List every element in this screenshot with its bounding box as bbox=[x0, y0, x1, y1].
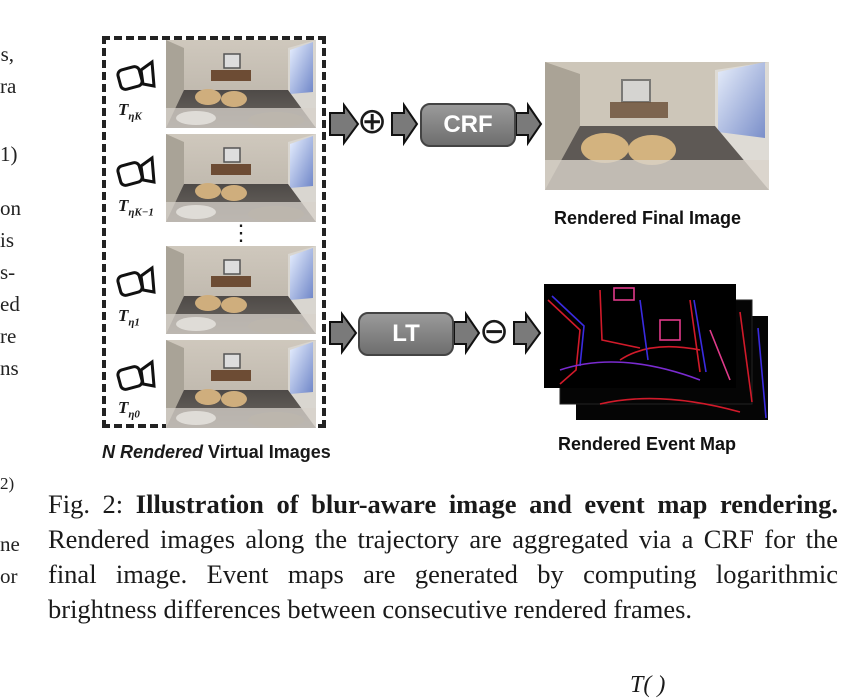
pose-label: TηK bbox=[118, 100, 142, 123]
caption-body: Rendered images along the trajectory are… bbox=[48, 524, 838, 624]
left-text-line: ra bbox=[0, 74, 17, 98]
left-text-line: 1) bbox=[0, 142, 18, 166]
figure: TηK TηK−1 Tη1 Tη0 ⋮ N Rendered Virtual I… bbox=[102, 36, 769, 462]
arrow-icon bbox=[515, 101, 543, 147]
arrow-icon bbox=[453, 310, 481, 356]
camera-icon bbox=[110, 260, 160, 310]
figure-caption: Fig. 2: Illustration of blur-aware image… bbox=[48, 487, 838, 627]
camera-icon bbox=[110, 354, 160, 404]
left-column-text: s, ra 1) on is s- ed re ns 2) ne or bbox=[0, 38, 21, 592]
left-text-line: re bbox=[0, 324, 17, 348]
left-text-line: is bbox=[0, 228, 15, 252]
left-text-line: 2) bbox=[0, 474, 15, 493]
left-text-line: or bbox=[0, 564, 18, 588]
left-text-line: s- bbox=[0, 260, 16, 284]
rendered-final-image bbox=[545, 62, 769, 190]
caption-bold: Illustration of blur-aware image and eve… bbox=[135, 489, 838, 519]
pose-label: Tη0 bbox=[118, 398, 140, 421]
camera-icon bbox=[110, 150, 160, 200]
figure-graphics bbox=[110, 39, 769, 429]
ellipsis-vertical: ⋮ bbox=[230, 220, 252, 245]
arrow-icon bbox=[513, 310, 542, 356]
rendered-final-image-label: Rendered Final Image bbox=[554, 208, 742, 228]
left-text-line: s, bbox=[0, 42, 14, 66]
pose-label: TηK−1 bbox=[118, 196, 154, 219]
rendered-virtual-image bbox=[165, 245, 317, 335]
n-rendered-images-label: N Rendered Virtual Images bbox=[102, 442, 331, 462]
rendered-virtual-image bbox=[165, 133, 317, 223]
bottom-partial-text: T( ) bbox=[630, 672, 666, 698]
arrow-icon bbox=[391, 101, 419, 147]
arrow-icon bbox=[329, 101, 360, 147]
caption-prefix: Fig. 2: bbox=[48, 489, 136, 519]
camera-icon bbox=[110, 54, 160, 104]
rendered-virtual-image bbox=[165, 339, 317, 429]
left-text-line: ne bbox=[0, 532, 20, 556]
crf-box: CRF bbox=[420, 103, 516, 147]
rendered-virtual-image bbox=[165, 39, 317, 129]
ominus-symbol: ⊖ bbox=[479, 311, 510, 352]
arrow-icon bbox=[329, 310, 358, 356]
rendered-event-map bbox=[544, 284, 768, 420]
rendered-event-map-label: Rendered Event Map bbox=[558, 434, 737, 454]
oplus-symbol: ⊕ bbox=[357, 101, 388, 142]
lt-box: LT bbox=[358, 312, 454, 356]
pose-label: Tη1 bbox=[118, 306, 140, 329]
